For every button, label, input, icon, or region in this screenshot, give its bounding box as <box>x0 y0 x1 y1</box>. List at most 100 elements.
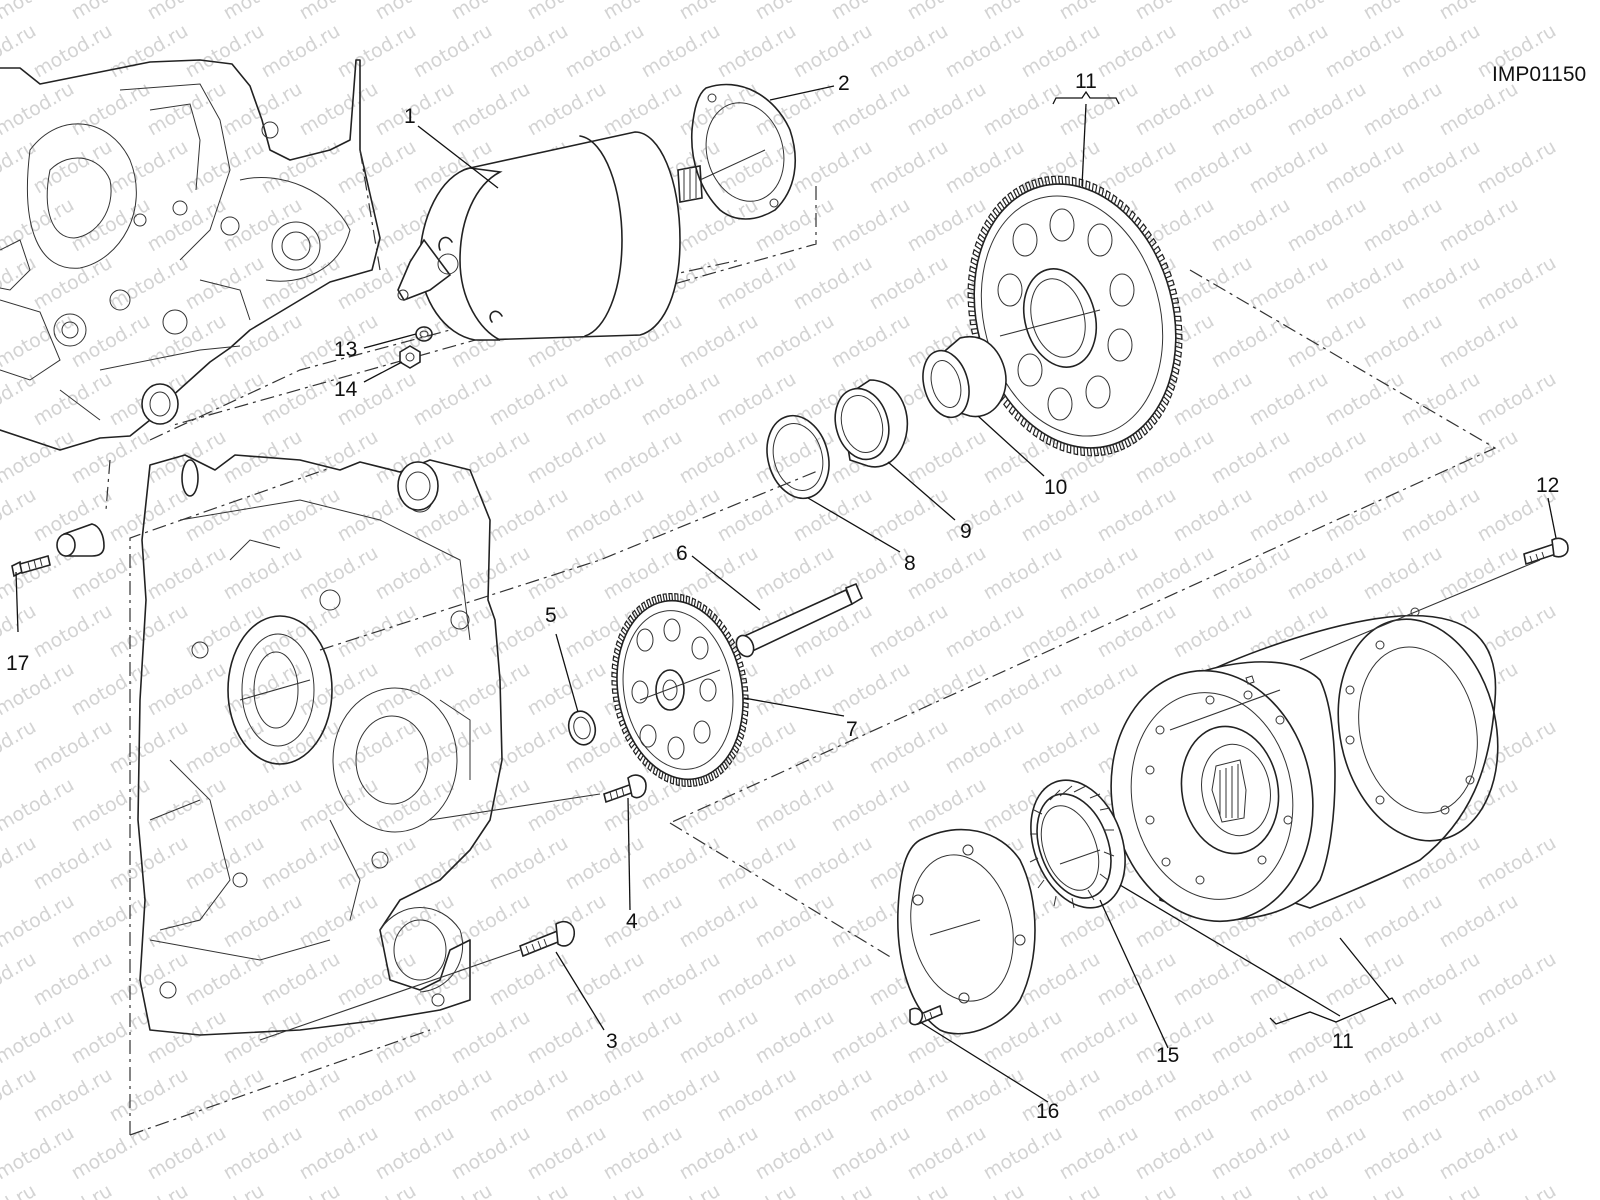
watermark-text: motod.ru <box>258 1180 344 1200</box>
watermark-text: motod.ru <box>410 948 496 1011</box>
cover-plate <box>897 828 1036 1035</box>
watermark-text: motod.ru <box>0 0 78 24</box>
watermark-text: motod.ru <box>410 600 496 663</box>
starter-clutch-hub <box>1110 661 1336 923</box>
watermark-text: motod.ru <box>448 1006 534 1069</box>
watermark-text: motod.ru <box>410 368 496 431</box>
watermark-text: motod.ru <box>106 252 192 315</box>
watermark-text: motod.ru <box>562 484 648 547</box>
watermark-text: motod.ru <box>372 1122 458 1185</box>
watermark-text: motod.ru <box>942 1064 1028 1127</box>
watermark-text: motod.ru <box>866 20 952 83</box>
watermark-text: motod.ru <box>1170 20 1256 83</box>
lower-crankcase <box>137 454 503 1036</box>
nut-14 <box>399 345 421 369</box>
watermark-text: motod.ru <box>296 890 382 953</box>
callout-10: 10 <box>1044 476 1067 499</box>
watermark-text: motod.ru <box>676 1006 762 1069</box>
callout-3: 3 <box>606 1030 618 1053</box>
watermark-text: motod.ru <box>1360 310 1446 373</box>
watermark-text: motod.ru <box>372 774 458 837</box>
watermark-text: motod.ru <box>106 832 192 895</box>
watermark-text: motod.ru <box>448 0 534 24</box>
watermark-text: motod.ru <box>1398 20 1484 83</box>
watermark-text: motod.ru <box>1170 252 1256 315</box>
watermark-text: motod.ru <box>0 1180 40 1200</box>
watermark-text: motod.ru <box>638 1064 724 1127</box>
watermark-text: motod.ru <box>372 0 458 24</box>
watermark-text: motod.ru <box>904 774 990 837</box>
watermark-text: motod.ru <box>296 0 382 24</box>
watermark-text: motod.ru <box>182 368 268 431</box>
watermark-text: motod.ru <box>980 0 1066 24</box>
watermark-text: motod.ru <box>942 1180 1028 1200</box>
watermark-text: motod.ru <box>866 136 952 199</box>
gear-holes-11 <box>997 208 1135 421</box>
watermark-text: motod.ru <box>182 1180 268 1200</box>
watermark-text: motod.ru <box>1018 1064 1104 1127</box>
watermark-text: motod.ru <box>30 600 116 663</box>
watermark-text: motod.ru <box>30 1064 116 1127</box>
watermark-text: motod.ru <box>790 716 876 779</box>
watermark-text: motod.ru <box>828 194 914 257</box>
watermark-text: motod.ru <box>1284 1122 1370 1185</box>
callout-15: 15 <box>1156 1044 1179 1067</box>
leader-lines <box>15 85 1557 1103</box>
watermark-text: motod.ru <box>980 1122 1066 1185</box>
watermark-text: motod.ru <box>1056 658 1142 721</box>
watermark-text: motod.ru <box>68 1006 154 1069</box>
watermark-text: motod.ru <box>448 426 534 489</box>
shaft-6 <box>735 582 864 658</box>
watermark-text: motod.ru <box>1208 1006 1294 1069</box>
bearing-9 <box>834 379 909 468</box>
watermark-text: motod.ru <box>0 426 78 489</box>
watermark-text: motod.ru <box>220 542 306 605</box>
watermark-text: motod.ru <box>106 600 192 663</box>
watermark-text: motod.ru <box>486 368 572 431</box>
watermark-text: motod.ru <box>752 0 838 24</box>
watermark-text: motod.ru <box>638 368 724 431</box>
watermark-text: motod.ru <box>1246 136 1332 199</box>
watermark-text: motod.ru <box>1246 368 1332 431</box>
watermark-text: motod.ru <box>410 716 496 779</box>
watermark-text: motod.ru <box>752 542 838 605</box>
watermark-text: motod.ru <box>220 774 306 837</box>
watermark-text: motod.ru <box>752 78 838 141</box>
watermark-text: motod.ru <box>0 1122 78 1185</box>
watermark-text: motod.ru <box>220 0 306 24</box>
watermark-text: motod.ru <box>1056 542 1142 605</box>
watermark-text: motod.ru <box>220 1122 306 1185</box>
watermark-text: motod.ru <box>0 78 78 141</box>
watermark-text: motod.ru <box>866 484 952 547</box>
watermark-text: motod.ru <box>1284 0 1370 24</box>
watermark-text: motod.ru <box>1360 890 1446 953</box>
watermark-text: motod.ru <box>524 542 610 605</box>
watermark-text: motod.ru <box>1436 0 1522 24</box>
watermark-text: motod.ru <box>1322 948 1408 1011</box>
watermark-text: motod.ru <box>1170 368 1256 431</box>
watermark-text: motod.ru <box>980 542 1066 605</box>
watermark-text: motod.ru <box>714 1180 800 1200</box>
drawing-code: IMP01150 <box>1492 63 1586 86</box>
watermark-text: motod.ru <box>68 194 154 257</box>
watermark-text: motod.ru <box>1322 136 1408 199</box>
watermark-text: motod.ru <box>68 0 154 24</box>
watermark-text: motod.ru <box>182 1064 268 1127</box>
watermark-text: motod.ru <box>828 0 914 24</box>
intermediate-gear-7 <box>611 593 749 787</box>
watermark-text: motod.ru <box>258 832 344 895</box>
watermark-text: motod.ru <box>258 20 344 83</box>
watermark-text: motod.ru <box>144 1006 230 1069</box>
watermark-text: motod.ru <box>410 20 496 83</box>
watermark-text: motod.ru <box>600 890 686 953</box>
watermark-text: motod.ru <box>638 832 724 895</box>
watermark-text: motod.ru <box>220 194 306 257</box>
watermark-text: motod.ru <box>1474 832 1560 895</box>
watermark-text: motod.ru <box>68 426 154 489</box>
watermark-text: motod.ru <box>866 1180 952 1200</box>
upper-crankcase <box>0 59 381 451</box>
spacer-17 <box>56 523 105 557</box>
watermark-text: motod.ru <box>1398 252 1484 315</box>
watermark-text: motod.ru <box>1094 1180 1180 1200</box>
watermark-text: motod.ru <box>68 890 154 953</box>
